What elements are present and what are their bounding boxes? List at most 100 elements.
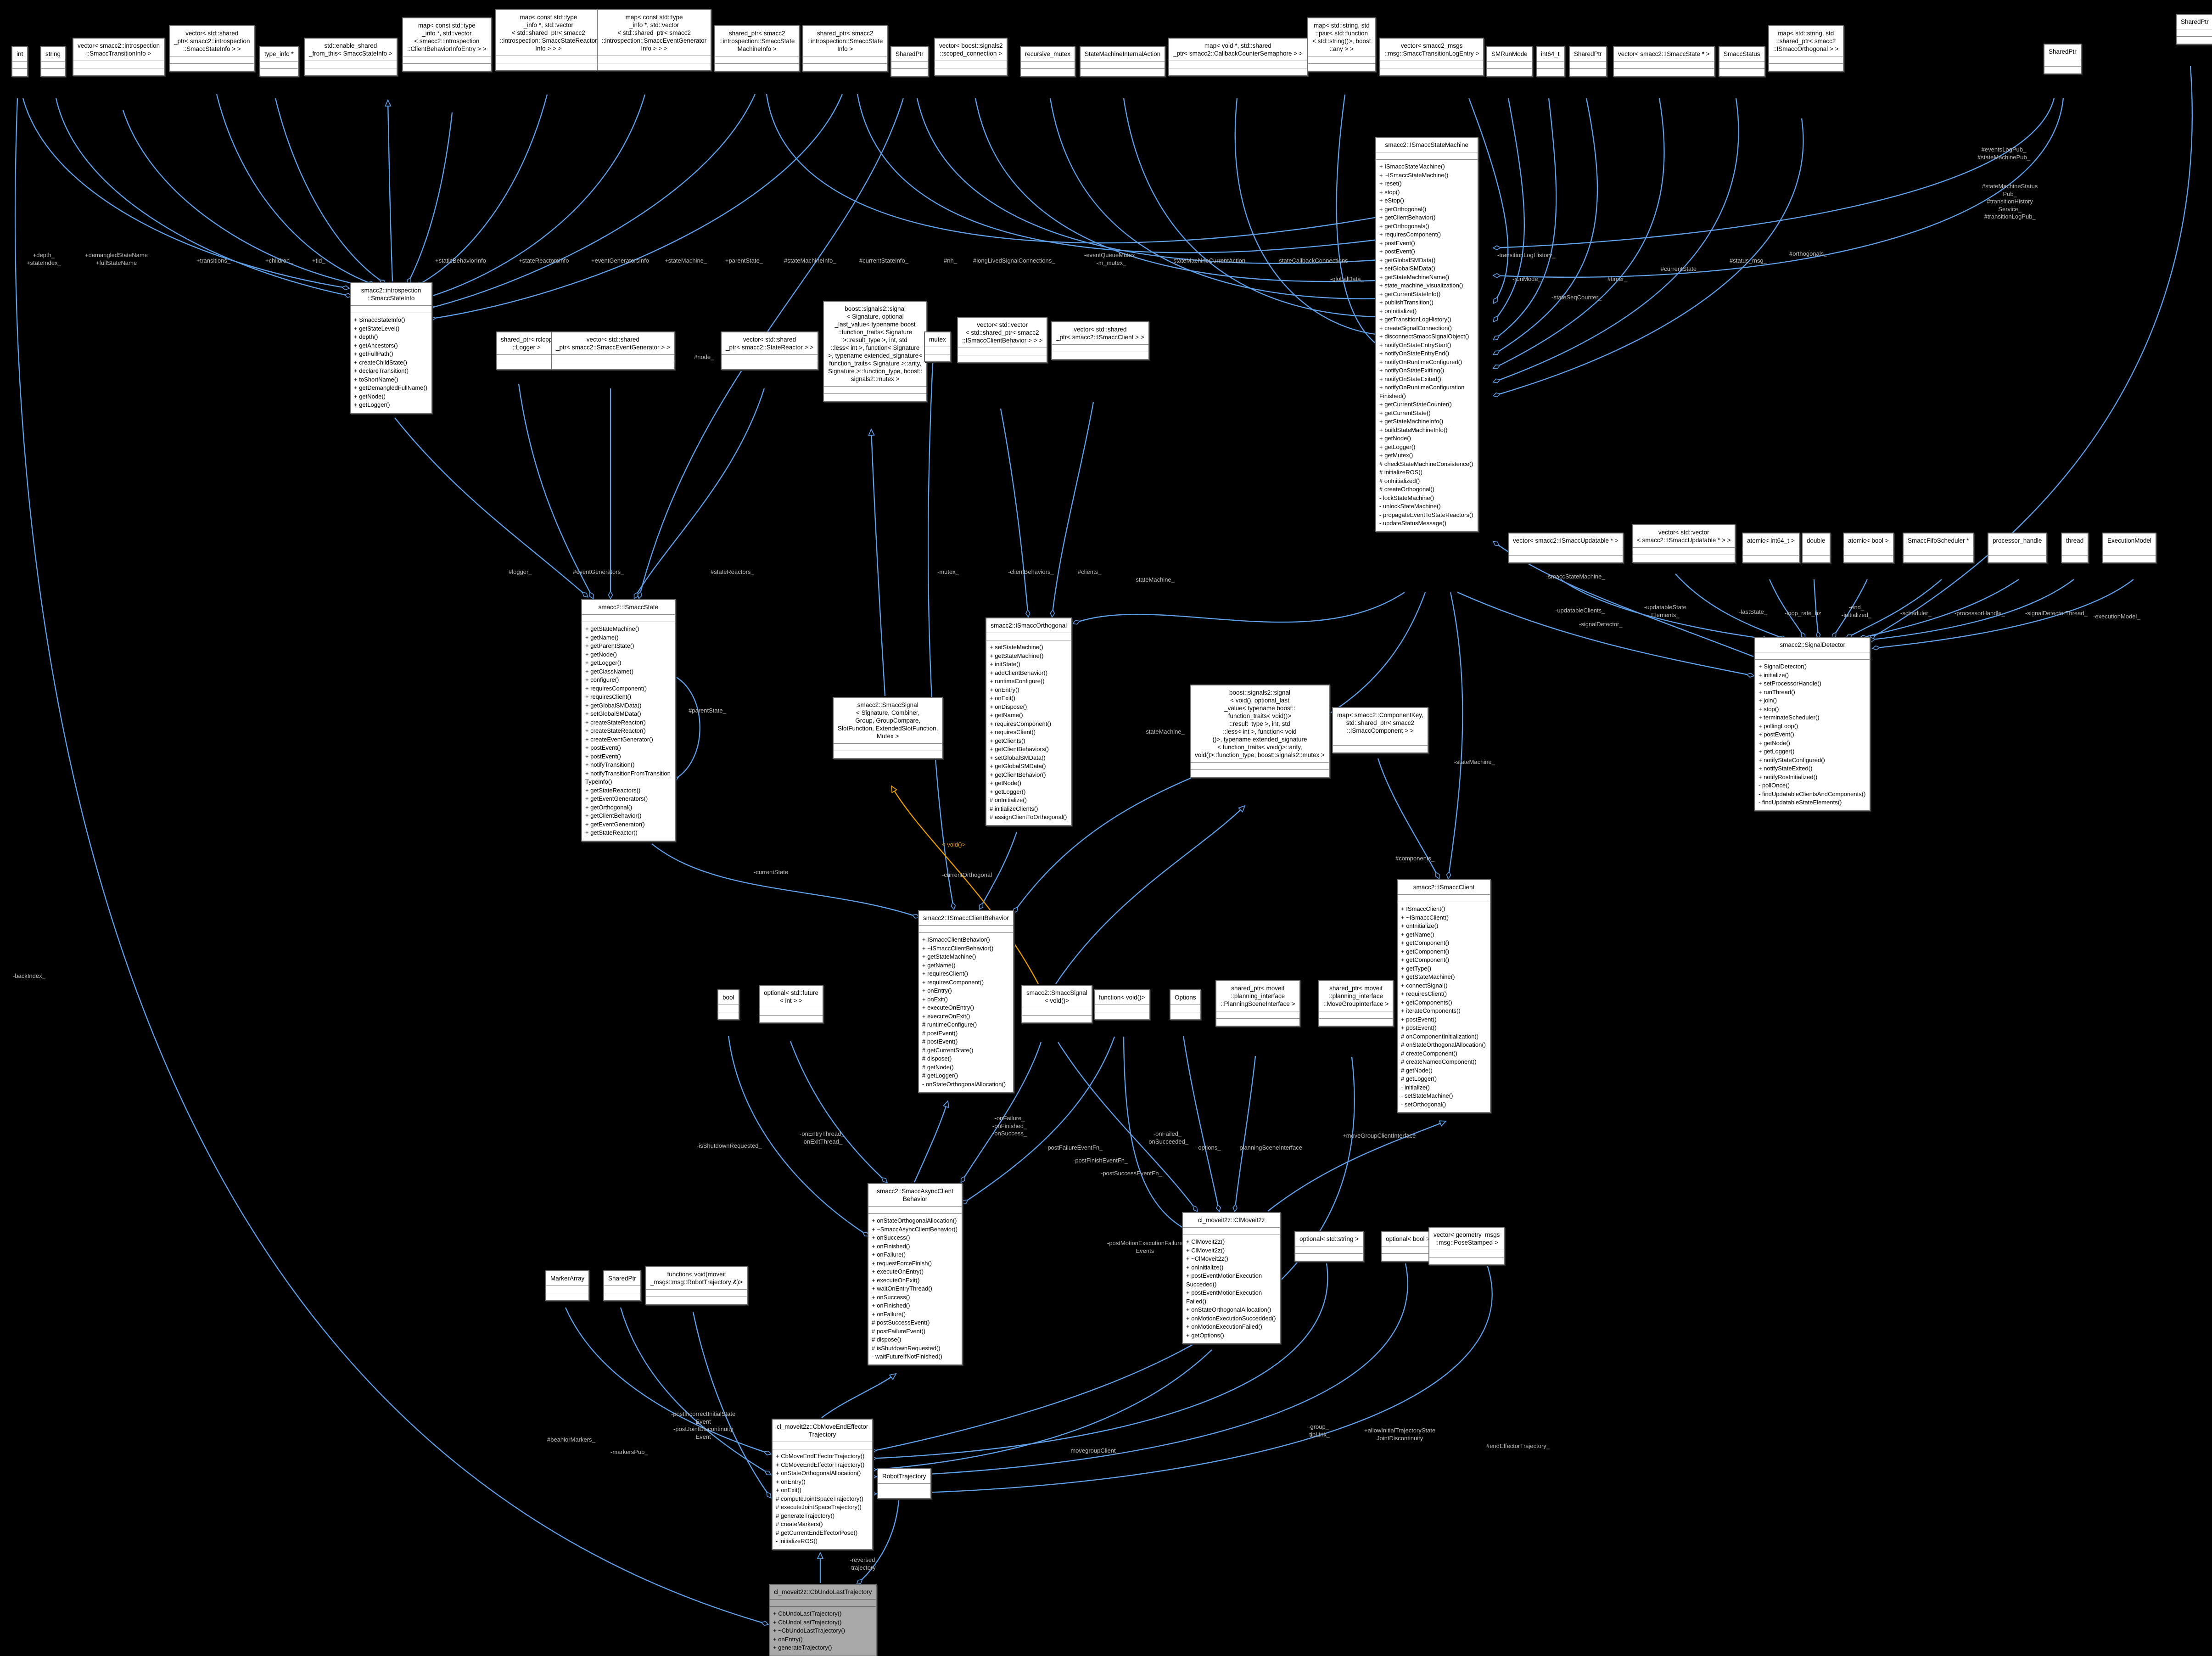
class-vector-vector-ismacc-updatable[interactable]: vector< std::vector < smacc2::ISmaccUpda… <box>1632 524 1736 563</box>
class-int[interactable]: int <box>11 46 28 77</box>
class-atomic-int64[interactable]: atomic< int64_t > <box>1742 533 1800 563</box>
empty-compartment <box>403 63 491 71</box>
empty-compartment <box>1216 1011 1299 1018</box>
class-title: smacc2::SmaccSignal < Signature, Combine… <box>838 702 938 740</box>
class-vector-ismacc-updatable[interactable]: vector< smacc2::ISmaccUpdatable * > <box>1508 533 1624 563</box>
class-smacc-fifo-scheduler[interactable]: SmaccFifoScheduler * <box>1903 533 1974 563</box>
class-thread[interactable]: thread <box>2061 533 2089 563</box>
class-vector-shared-ptr-smacc-state-info[interactable]: vector< std::shared _ptr< smacc2::intros… <box>169 25 255 72</box>
class-recursive-mutex[interactable]: recursive_mutex <box>1020 46 1076 77</box>
method-entry: + getLogger() <box>990 788 1026 795</box>
class-cl-moveit2z[interactable]: cl_moveit2z::ClMoveit2z+ ClMoveit2z()+ C… <box>1182 1212 1281 1344</box>
empty-compartment <box>1021 61 1075 68</box>
class-smacc-signal-template[interactable]: smacc2::SmaccSignal < Signature, Combine… <box>833 697 943 759</box>
class-shared-ptr-smacc-state-machine-info[interactable]: shared_ptr< smacc2 ::introspection::Smac… <box>714 25 800 72</box>
methods-compartment: + onStateOrthogonalAllocation()+ ~SmaccA… <box>868 1213 962 1364</box>
empty-compartment <box>1570 61 1606 68</box>
class-shared-ptr-timer[interactable]: SharedPtr <box>1569 46 1607 77</box>
class-map-ismacc-orthogonal[interactable]: map< std::string, std ::shared_ptr< smac… <box>1768 25 1844 72</box>
class-smacc-signal-void[interactable]: smacc2::SmaccSignal < void()> <box>1021 985 1092 1023</box>
method-entry: + reset() <box>1379 180 1402 187</box>
aggregation-edge <box>565 1307 772 1455</box>
class-boost-signal-void[interactable]: boost::signals2::signal < void(), option… <box>1190 685 1330 778</box>
class-optional-string[interactable]: optional< std::string > <box>1294 1231 1364 1262</box>
class-ismacc-client[interactable]: smacc2::ISmaccClient+ ISmaccClient()+ ~I… <box>1397 879 1491 1113</box>
class-vector-transition-log-entry[interactable]: vector< smacc2_msgs ::msg::SmaccTransiti… <box>1379 38 1484 76</box>
edge-label: +eventGeneratorsInfo <box>591 257 650 264</box>
class-ismacc-orthogonal[interactable]: smacc2::ISmaccOrthogonal+ setStateMachin… <box>986 617 1072 826</box>
class-signal-detector[interactable]: smacc2::SignalDetector+ SignalDetector()… <box>1754 637 1871 811</box>
class-optional-bool[interactable]: optional< bool > <box>1381 1231 1435 1262</box>
aggregation-edge <box>1457 591 1755 678</box>
method-entry: + getComponent() <box>1401 956 1450 963</box>
aggregation-edge <box>671 674 700 781</box>
class-boost-signal-template[interactable]: boost::signals2::signal < Signature, opt… <box>823 301 928 402</box>
class-cb-undo-last-trajectory[interactable]: cl_moveit2z::CbUndoLastTrajectory+ CbUnd… <box>769 1584 877 1656</box>
class-shared-ptr-markers-pub[interactable]: SharedPtr <box>603 1270 641 1301</box>
class-map-client-behavior-info-entry[interactable]: map< const std::type _info *, std::vecto… <box>402 17 492 72</box>
class-title: vector< smacc2_msgs ::msg::SmaccTransiti… <box>1384 42 1479 57</box>
method-entry: + getNode() <box>1379 435 1411 442</box>
class-shared-ptr-smacc-state-info[interactable]: shared_ptr< smacc2 ::introspection::Smac… <box>802 25 888 72</box>
class-ismacc-state[interactable]: smacc2::ISmaccState+ getStateMachine()+ … <box>581 599 676 842</box>
class-shared-ptr-planning-scene-interface[interactable]: shared_ptr< moveit ::planning_interface … <box>1215 980 1300 1027</box>
class-shared-ptr-top-right[interactable]: SharedPtr <box>2176 14 2212 45</box>
class-vector-shared-ptr-ismacc-client[interactable]: vector< std::shared _ptr< smacc2::ISmacc… <box>1051 321 1149 360</box>
class-type-info-ptr[interactable]: type_info * <box>259 46 299 77</box>
class-title: processor_handle <box>1993 537 2042 544</box>
class-string[interactable]: string <box>40 46 66 77</box>
class-robot-trajectory[interactable]: RobotTrajectory <box>877 1468 931 1499</box>
class-cb-move-end-effector-trajectory[interactable]: cl_moveit2z::CbMoveEndEffector Trajector… <box>772 1419 874 1550</box>
class-vector-smacc-transition-info[interactable]: vector< smacc2::introspection ::SmaccTra… <box>73 38 165 76</box>
class-map-component-key[interactable]: map< smacc2::ComponentKey, std::shared_p… <box>1332 707 1428 753</box>
class-atomic-bool[interactable]: atomic< bool > <box>1843 533 1894 563</box>
class-sm-run-mode[interactable]: SMRunMode <box>1486 46 1533 77</box>
class-ismacc-client-behavior[interactable]: smacc2::ISmaccClientBehavior+ ISmaccClie… <box>918 910 1014 1093</box>
class-optional-future-int[interactable]: optional< std::future < int > > <box>759 985 823 1023</box>
edge-label: -postIncorrectInitialState Event -postJo… <box>671 1410 736 1440</box>
method-entry: + executeOnEntry() <box>922 1004 974 1011</box>
class-options[interactable]: Options <box>1170 989 1201 1020</box>
class-map-callback-counter-semaphore[interactable]: map< void *, std::shared _ptr< smacc2::C… <box>1168 38 1308 76</box>
edge-label: -globalData_ <box>1330 275 1364 282</box>
class-function-robot-trajectory[interactable]: function< void(moveit _msgs::msg::RobotT… <box>645 1266 748 1305</box>
class-mutex[interactable]: mutex <box>924 331 951 362</box>
class-double[interactable]: double <box>1802 533 1831 563</box>
class-shared-ptr-pub[interactable]: SharedPtr <box>2044 44 2082 74</box>
class-vector-pose-stamped[interactable]: vector< geometry_msgs ::msg::PoseStamped… <box>1428 1227 1505 1265</box>
class-vector-vector-client-behavior[interactable]: vector< std::vector < std::shared_ptr< s… <box>957 317 1048 363</box>
class-smacc-async-client-behavior[interactable]: smacc2::SmaccAsyncClient Behavior+ onSta… <box>868 1183 963 1365</box>
class-title: SharedPtr <box>1574 51 1602 57</box>
class-execution-model[interactable]: ExecutionModel <box>2102 533 2157 563</box>
empty-compartment <box>305 68 397 75</box>
class-vector-scoped-connection[interactable]: vector< boost::signals2 ::scoped_connect… <box>934 38 1008 76</box>
class-vector-ismacc-state-ptr[interactable]: vector< smacc2::ISmaccState * > <box>1613 46 1715 77</box>
class-bool[interactable]: bool <box>717 989 739 1020</box>
class-ismacc-state-machine[interactable]: smacc2::ISmaccStateMachine+ ISmaccStateM… <box>1375 137 1478 532</box>
class-vector-smacc-event-generator[interactable]: vector< std::shared _ptr< smacc2::SmaccE… <box>551 331 675 370</box>
methods-compartment: + getStateMachine()+ getName()+ getParen… <box>582 622 675 841</box>
class-title: optional< std::string > <box>1299 1235 1359 1242</box>
class-processor-handle[interactable]: processor_handle <box>1988 533 2047 563</box>
class-shared-ptr-move-group-interface[interactable]: shared_ptr< moveit ::planning_interface … <box>1318 980 1394 1027</box>
class-function-void[interactable]: function< void()> <box>1094 989 1150 1020</box>
class-shared-ptr-node[interactable]: SharedPtr <box>890 46 929 77</box>
class-smacc-status[interactable]: SmaccStatus <box>1719 46 1765 77</box>
class-state-machine-internal-action[interactable]: StateMachineInternalAction <box>1080 46 1166 77</box>
class-map-smacc-state-reactor-info[interactable]: map< const std::type _info *, std::vecto… <box>495 9 602 71</box>
class-marker-array[interactable]: MarkerArray <box>545 1270 590 1301</box>
aggregation-edge <box>1446 592 1463 880</box>
aggregation-edge <box>974 98 1387 283</box>
class-map-smacc-event-generator-info[interactable]: map< const std::type _info *, std::vecto… <box>597 9 712 71</box>
aggregation-edge <box>1871 579 2134 651</box>
method-entry: + getLogger() <box>1758 748 1795 755</box>
class-smacc-state-info[interactable]: smacc2::introspection ::SmaccStateInfo+ … <box>350 282 433 414</box>
methods-compartment: + CbUndoLastTrajectory()+ CbUndoLastTraj… <box>770 1606 876 1656</box>
class-int64-t[interactable]: int64_t <box>1536 46 1565 77</box>
class-shared-ptr-logger[interactable]: shared_ptr< rclcpp ::Logger > <box>496 331 558 370</box>
aggregation-edge <box>1560 579 1769 641</box>
class-title: ExecutionModel <box>2107 537 2152 544</box>
class-vector-state-reactor[interactable]: vector< std::shared _ptr< smacc2::StateR… <box>721 331 818 370</box>
class-enable-shared-from-this[interactable]: std::enable_shared _from_this< SmaccStat… <box>304 38 398 76</box>
class-map-global-data[interactable]: map< std::string, std ::pair< std::funct… <box>1307 17 1376 72</box>
